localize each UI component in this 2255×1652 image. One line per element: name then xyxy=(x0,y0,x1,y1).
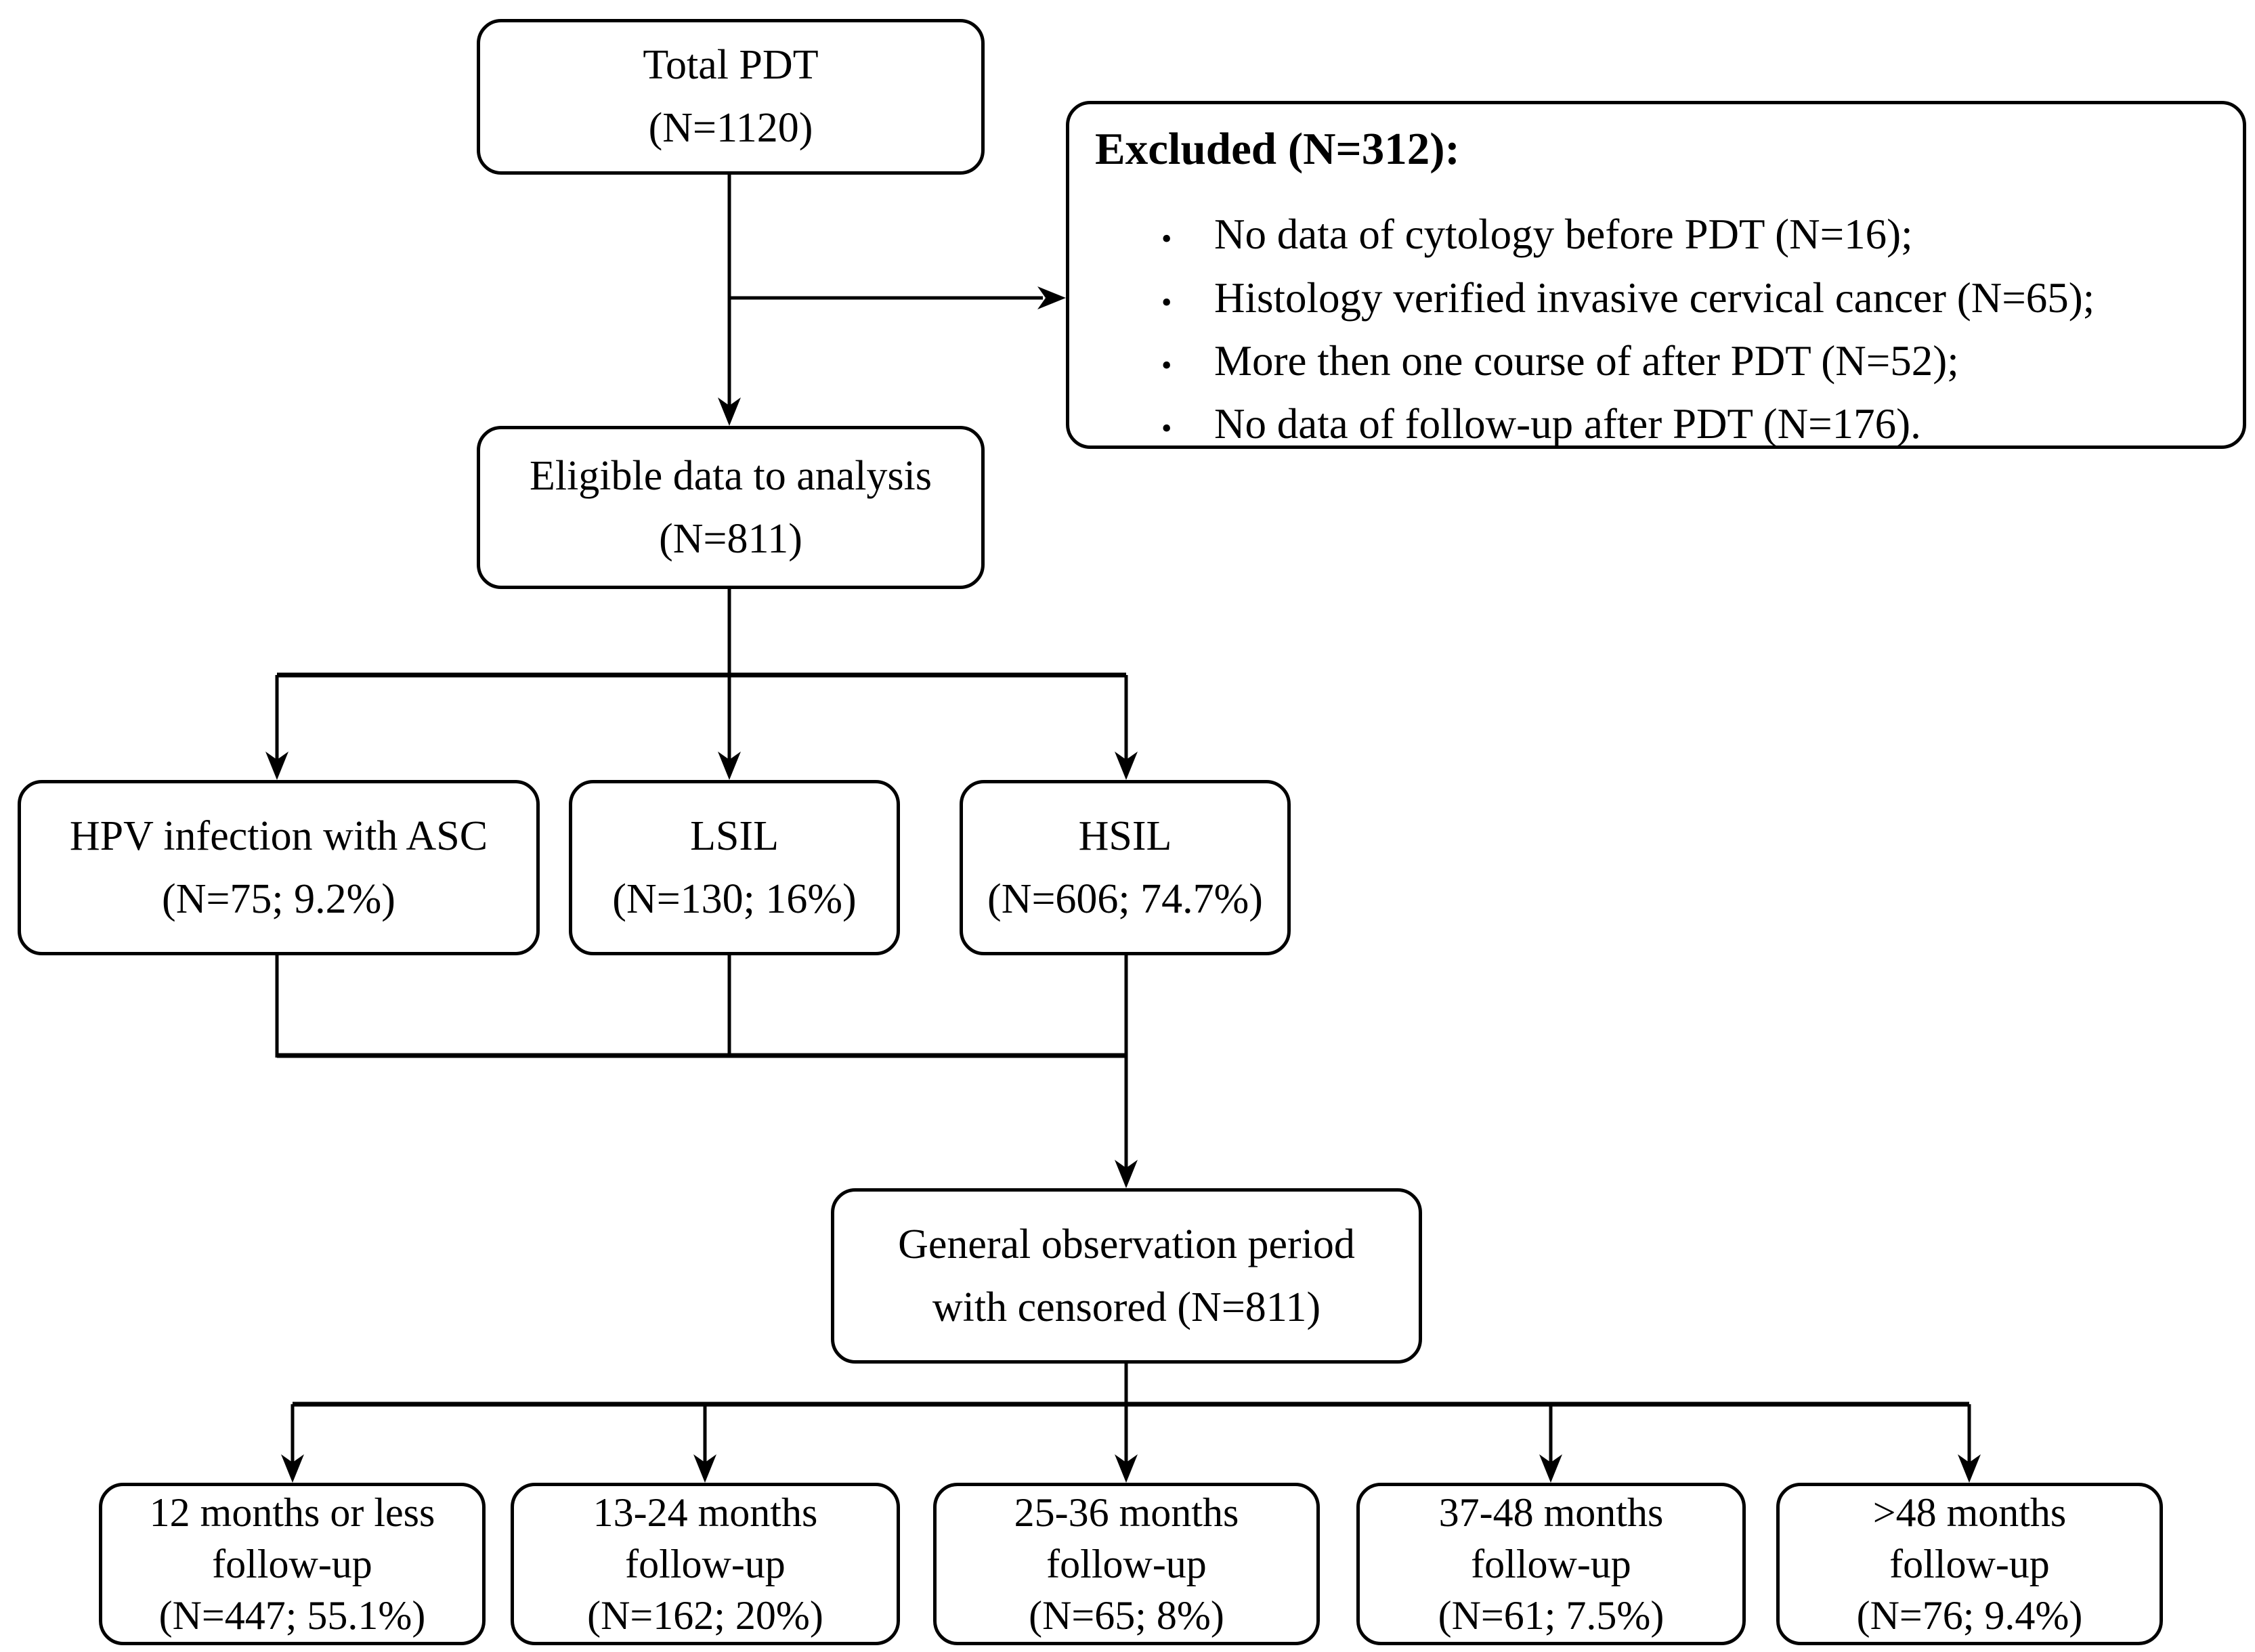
node-subtitle: follow-up xyxy=(1471,1541,1631,1586)
excluded-list: • No data of cytology before PDT (N=16);… xyxy=(1161,211,2095,464)
node-followup-25-36: 25-36 months follow-up (N=65; 8%) xyxy=(933,1483,1320,1645)
node-excluded: Excluded (N=312): • No data of cytology … xyxy=(1066,101,2246,449)
node-title: General observation period xyxy=(898,1221,1355,1267)
bullet-icon: • xyxy=(1161,412,1172,445)
bullet-icon: • xyxy=(1161,222,1172,256)
node-hpv-asc: HPV infection with ASC (N=75; 9.2%) xyxy=(18,780,540,955)
node-subtitle: follow-up xyxy=(1046,1541,1207,1586)
node-followup-13-24: 13-24 months follow-up (N=162; 20%) xyxy=(511,1483,900,1645)
node-title: HSIL xyxy=(1078,812,1172,859)
excluded-item-text: More then one course of after PDT (N=52)… xyxy=(1214,336,1959,385)
node-subtitle: follow-up xyxy=(1889,1541,2050,1586)
node-followup-12-or-less: 12 months or less follow-up (N=447; 55.1… xyxy=(99,1483,486,1645)
node-eligible: Eligible data to analysis (N=811) xyxy=(477,426,985,589)
bullet-icon: • xyxy=(1161,348,1172,382)
node-count: (N=1120) xyxy=(648,105,813,151)
node-count: (N=130; 16%) xyxy=(612,875,857,922)
node-lsil: LSIL (N=130; 16%) xyxy=(569,780,900,955)
node-title: Eligible data to analysis xyxy=(529,452,932,499)
node-title: 12 months or less xyxy=(149,1490,435,1535)
node-title: HPV infection with ASC xyxy=(69,812,488,859)
excluded-item: • No data of follow-up after PDT (N=176)… xyxy=(1161,400,2095,448)
excluded-item-text: No data of follow-up after PDT (N=176). xyxy=(1214,400,1921,448)
excluded-item-text: No data of cytology before PDT (N=16); xyxy=(1214,211,1913,259)
node-title: 37-48 months xyxy=(1438,1490,1664,1535)
excluded-item: • No data of cytology before PDT (N=16); xyxy=(1161,211,2095,259)
excluded-item-text: Histology verified invasive cervical can… xyxy=(1214,274,2095,322)
node-title: Total PDT xyxy=(643,42,819,88)
node-count: (N=606; 74.7%) xyxy=(987,875,1263,922)
excluded-item: • More then one course of after PDT (N=5… xyxy=(1161,336,2095,385)
excluded-title: Excluded (N=312): xyxy=(1095,124,1460,174)
node-count: (N=76; 9.4%) xyxy=(1856,1593,2083,1638)
node-count: with censored (N=811) xyxy=(932,1284,1321,1330)
node-count: (N=75; 9.2%) xyxy=(162,875,395,922)
node-title: >48 months xyxy=(1872,1490,2067,1535)
node-subtitle: follow-up xyxy=(212,1541,372,1586)
node-count: (N=447; 55.1%) xyxy=(158,1593,426,1638)
node-title: 13-24 months xyxy=(593,1490,818,1535)
node-count: (N=65; 8%) xyxy=(1029,1593,1224,1638)
node-followup-over-48: >48 months follow-up (N=76; 9.4%) xyxy=(1776,1483,2163,1645)
node-subtitle: follow-up xyxy=(625,1541,786,1586)
node-title: 25-36 months xyxy=(1014,1490,1239,1535)
node-followup-37-48: 37-48 months follow-up (N=61; 7.5%) xyxy=(1356,1483,1746,1645)
node-count: (N=162; 20%) xyxy=(587,1593,823,1638)
node-title: LSIL xyxy=(690,812,779,859)
node-hsil: HSIL (N=606; 74.7%) xyxy=(960,780,1291,955)
node-total-pdt: Total PDT (N=1120) xyxy=(477,19,985,175)
bullet-icon: • xyxy=(1161,285,1172,319)
node-count: (N=61; 7.5%) xyxy=(1438,1593,1665,1638)
node-observation-period: General observation period with censored… xyxy=(831,1188,1422,1364)
node-count: (N=811) xyxy=(659,515,802,562)
excluded-item: • Histology verified invasive cervical c… xyxy=(1161,274,2095,322)
